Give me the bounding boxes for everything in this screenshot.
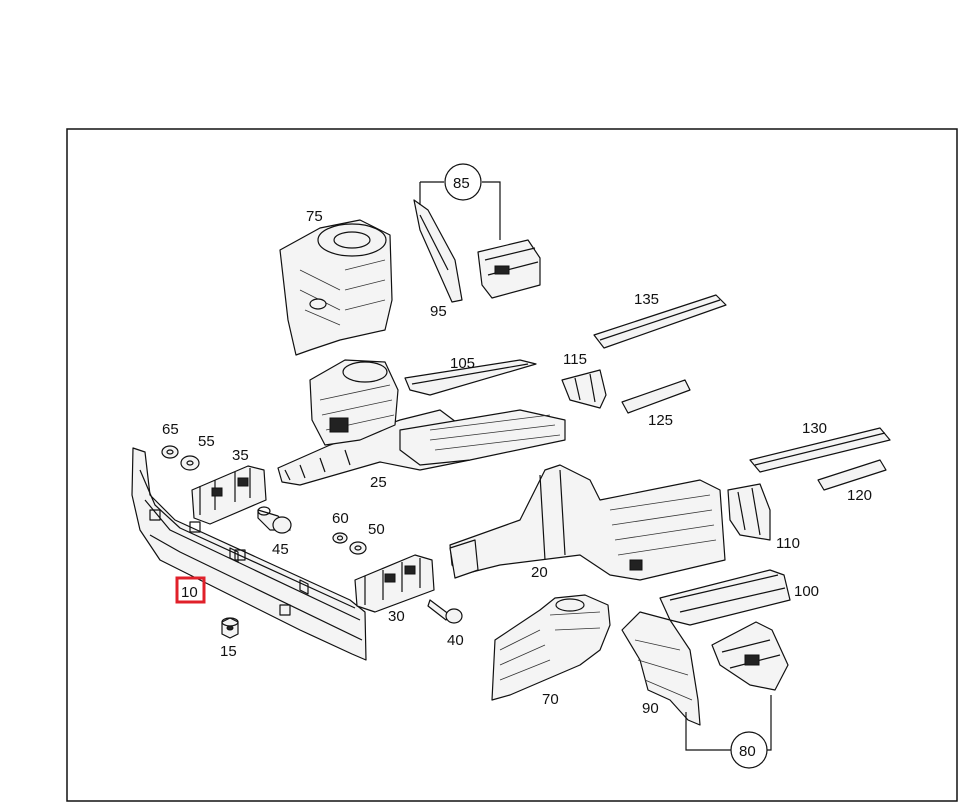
callout-60[interactable]: 60 bbox=[332, 510, 349, 527]
callout-120[interactable]: 120 bbox=[847, 487, 872, 504]
part-80-bracket[interactable] bbox=[711, 621, 789, 691]
part-125-rail[interactable] bbox=[621, 379, 691, 414]
part-20-side-member-right[interactable] bbox=[449, 464, 726, 581]
callout-40[interactable]: 40 bbox=[447, 632, 464, 649]
part-60-washer[interactable] bbox=[332, 532, 348, 544]
part-65-washer[interactable] bbox=[161, 445, 179, 459]
part-130-rail[interactable] bbox=[749, 427, 891, 473]
part-45-bushing[interactable] bbox=[257, 506, 292, 534]
callout-105[interactable]: 105 bbox=[450, 355, 475, 372]
part-85-leader bbox=[419, 163, 501, 240]
callout-110[interactable]: 110 bbox=[776, 535, 800, 552]
callout-45[interactable]: 45 bbox=[272, 541, 289, 558]
callout-75[interactable]: 75 bbox=[306, 208, 323, 225]
callout-10[interactable]: 10 bbox=[181, 584, 198, 601]
callout-55[interactable]: 55 bbox=[198, 433, 215, 450]
part-115-bracket[interactable] bbox=[561, 369, 607, 409]
part-100-panel[interactable] bbox=[659, 569, 791, 626]
callout-85-circle bbox=[444, 163, 482, 201]
part-135-rail[interactable] bbox=[593, 294, 727, 349]
part-40-bolt[interactable] bbox=[427, 599, 463, 624]
callout-95[interactable]: 95 bbox=[430, 303, 447, 320]
callout-80[interactable]: 80 bbox=[739, 743, 756, 760]
part-55-washer[interactable] bbox=[180, 455, 200, 471]
highlight-box-10 bbox=[175, 576, 206, 604]
part-80-leader bbox=[685, 695, 772, 769]
callout-15[interactable]: 15 bbox=[220, 643, 237, 660]
part-35-crash-box[interactable] bbox=[191, 465, 267, 525]
callout-125[interactable]: 125 bbox=[648, 412, 673, 429]
callout-135[interactable]: 135 bbox=[634, 291, 659, 308]
part-75-wheelhouse-left[interactable] bbox=[279, 219, 393, 356]
callout-70[interactable]: 70 bbox=[542, 691, 559, 708]
callout-80-circle bbox=[730, 731, 768, 769]
part-15-nut[interactable] bbox=[221, 617, 239, 639]
callout-130[interactable]: 130 bbox=[802, 420, 827, 437]
part-120-rail[interactable] bbox=[817, 459, 887, 491]
callout-25[interactable]: 25 bbox=[370, 474, 387, 491]
callout-50[interactable]: 50 bbox=[368, 521, 385, 538]
part-25-floor-extension[interactable] bbox=[399, 409, 566, 466]
callout-35[interactable]: 35 bbox=[232, 447, 249, 464]
diagram-frame bbox=[66, 128, 958, 802]
callout-100[interactable]: 100 bbox=[794, 583, 819, 600]
callout-65[interactable]: 65 bbox=[162, 421, 179, 438]
callout-85[interactable]: 85 bbox=[453, 175, 470, 192]
callout-30[interactable]: 30 bbox=[388, 608, 405, 625]
part-85-bracket[interactable] bbox=[477, 239, 541, 299]
part-30-crash-box[interactable] bbox=[354, 554, 435, 613]
part-105-strut[interactable] bbox=[404, 359, 537, 396]
part-70-inner-panel[interactable] bbox=[491, 594, 611, 701]
part-110-bracket[interactable] bbox=[727, 483, 771, 541]
callout-20[interactable]: 20 bbox=[531, 564, 548, 581]
part-95-bracket[interactable] bbox=[413, 199, 463, 303]
part-10-bumper-beam[interactable] bbox=[131, 447, 367, 661]
part-50-washer[interactable] bbox=[349, 541, 367, 555]
callout-90[interactable]: 90 bbox=[642, 700, 659, 717]
callout-115[interactable]: 115 bbox=[563, 351, 587, 368]
part-90-wheel-arch[interactable] bbox=[621, 611, 701, 726]
